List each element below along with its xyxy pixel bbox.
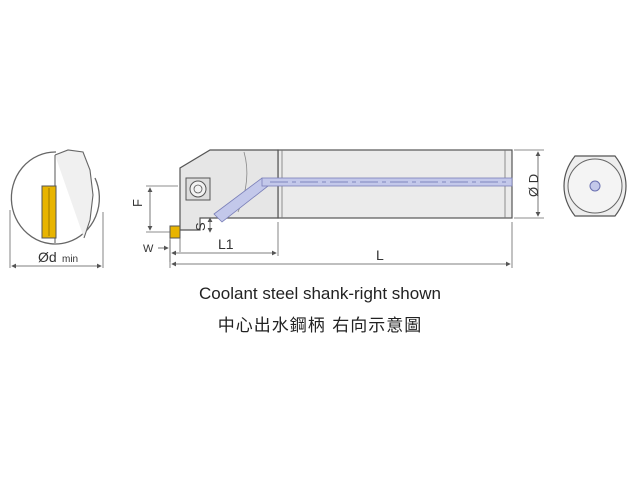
end-view-right xyxy=(563,155,627,217)
l-label: L xyxy=(376,247,384,263)
insert-front-view xyxy=(169,225,181,239)
s-label: S xyxy=(193,222,208,231)
d-min-label: Ød xyxy=(38,249,57,265)
d-min-suffix: min xyxy=(62,254,78,265)
clamp-screw-icon xyxy=(189,180,207,198)
side-view: F W S L1 L Ø D xyxy=(130,149,544,268)
caption-chinese: 中心出水鋼柄 右向示意圖 xyxy=(217,316,423,336)
coolant-channel-main xyxy=(261,177,513,187)
tool-head xyxy=(179,149,279,231)
shank-section xyxy=(54,149,94,243)
w-label: W xyxy=(143,243,154,255)
caption-english: Coolant steel shank-right shown xyxy=(199,284,441,303)
clamp-screw-hole xyxy=(193,184,203,194)
d-label: Ø D xyxy=(526,174,541,197)
bore-outline xyxy=(10,151,101,245)
end-view-left: Ød min xyxy=(9,149,104,269)
coolant-outlet-icon xyxy=(589,180,601,192)
l1-label: L1 xyxy=(218,236,234,252)
f-label: F xyxy=(130,199,145,207)
